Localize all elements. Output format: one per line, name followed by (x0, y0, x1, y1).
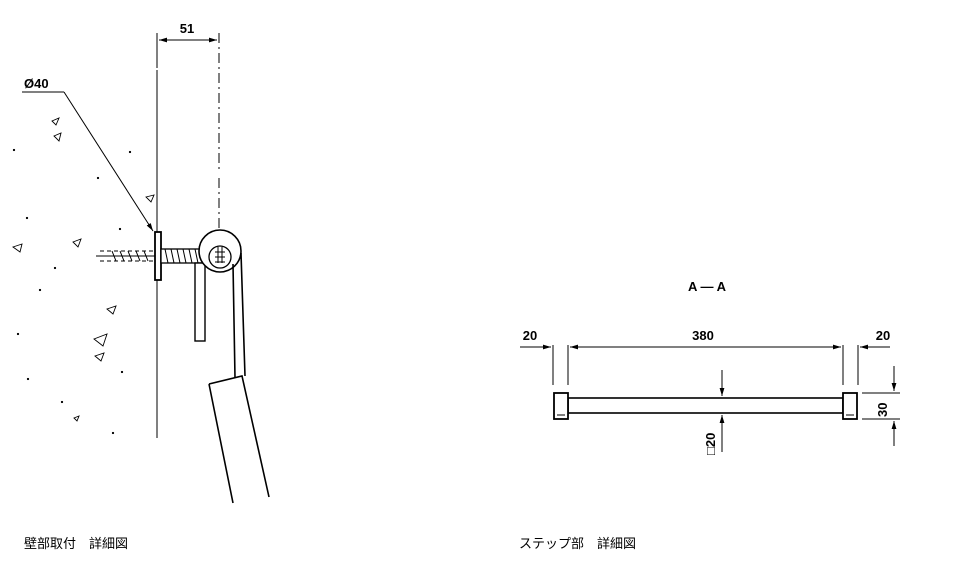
dimension-left-label: 20 (523, 328, 537, 343)
pipe-section-hatch (215, 247, 225, 263)
concrete-hatch (12, 117, 155, 435)
dimension-diameter-label: Ø40 (24, 76, 49, 91)
dimension-square-label: □20 (703, 433, 718, 455)
dimension-width-label: 51 (180, 21, 194, 36)
dimension-span-label: 380 (692, 328, 714, 343)
step-section-detail: A — A 20 380 20 (520, 279, 900, 455)
left-caption: 壁部取付 詳細図 (24, 536, 128, 552)
dimension-380: 380 (570, 328, 841, 350)
step-arm (232, 252, 246, 379)
section-label: A — A (688, 279, 727, 294)
dimension-height-30: 30 (862, 366, 900, 446)
ladder-stile (208, 375, 270, 504)
dimension-height-label: 30 (875, 403, 890, 417)
mounting-plate (154, 231, 162, 281)
right-caption: ステップ部 詳細図 (519, 536, 636, 552)
step-bar (553, 392, 858, 420)
dimension-square-20: □20 (703, 370, 725, 455)
dimension-right-label: 20 (876, 328, 890, 343)
left-end-cap (553, 392, 569, 420)
anchor-bolt (96, 250, 157, 262)
dimension-51: 51 (156, 21, 220, 232)
dimension-diameter: Ø40 (22, 76, 154, 232)
lower-leg (194, 262, 206, 342)
dimension-right-20: 20 (860, 328, 890, 350)
wall-mount-detail: 51 Ø40 (12, 21, 270, 504)
dimension-left-20: 20 (520, 328, 551, 350)
right-end-cap (842, 392, 858, 420)
